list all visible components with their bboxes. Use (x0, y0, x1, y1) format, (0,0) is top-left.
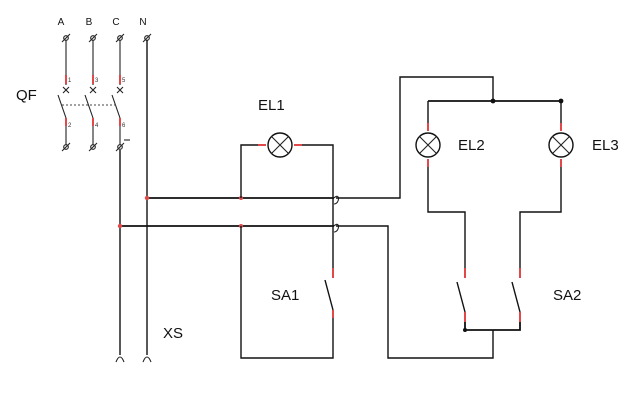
breaker-qf (57, 40, 130, 152)
lamp-el1-label: EL1 (258, 97, 285, 114)
lamp-el2-label: EL2 (458, 137, 485, 154)
phase-to-sa2 (336, 225, 494, 359)
lamp-el1-icon (267, 132, 293, 158)
breaker-pole-num-2: 2 (68, 123, 72, 129)
bus-label-b: B (86, 17, 93, 28)
breaker-pole-num-3: 3 (95, 78, 99, 84)
switch-sa2-label: SA2 (553, 287, 581, 304)
breaker-pole-num-5: 5 (122, 78, 126, 84)
sa1-loop-wire (240, 226, 334, 359)
switch-sa1-label: SA1 (271, 287, 299, 304)
lamp-el3-icon (548, 132, 574, 158)
switch-sa2-icon (456, 268, 521, 332)
crossover-2 (333, 223, 340, 233)
crossover-1 (333, 195, 340, 205)
switch-sa1-icon (324, 279, 334, 311)
breaker-label: QF (16, 87, 37, 104)
el3-to-sa2 (519, 167, 562, 268)
neutral-to-lamps (336, 76, 494, 199)
bus-label-c: C (112, 17, 119, 28)
bus-label-a: A (58, 17, 65, 28)
top-terminals (61, 33, 152, 43)
junction-lamps-top (490, 98, 496, 104)
el2-to-sa2 (427, 167, 466, 268)
junction-n (144, 195, 150, 201)
breaker-pole-num-6: 6 (122, 123, 126, 129)
bus-label-n: N (139, 17, 146, 28)
socket-label: XS (163, 325, 183, 342)
socket-xs (115, 356, 152, 363)
breaker-pole-num-4: 4 (95, 123, 99, 129)
lamp-el2-icon (415, 132, 441, 158)
el1-left-wire (240, 144, 266, 198)
el1-right-wire (294, 144, 334, 198)
breaker-pole-num-1: 1 (68, 78, 72, 84)
lamp-el3-label: EL3 (592, 137, 619, 154)
junction-c (117, 223, 123, 229)
